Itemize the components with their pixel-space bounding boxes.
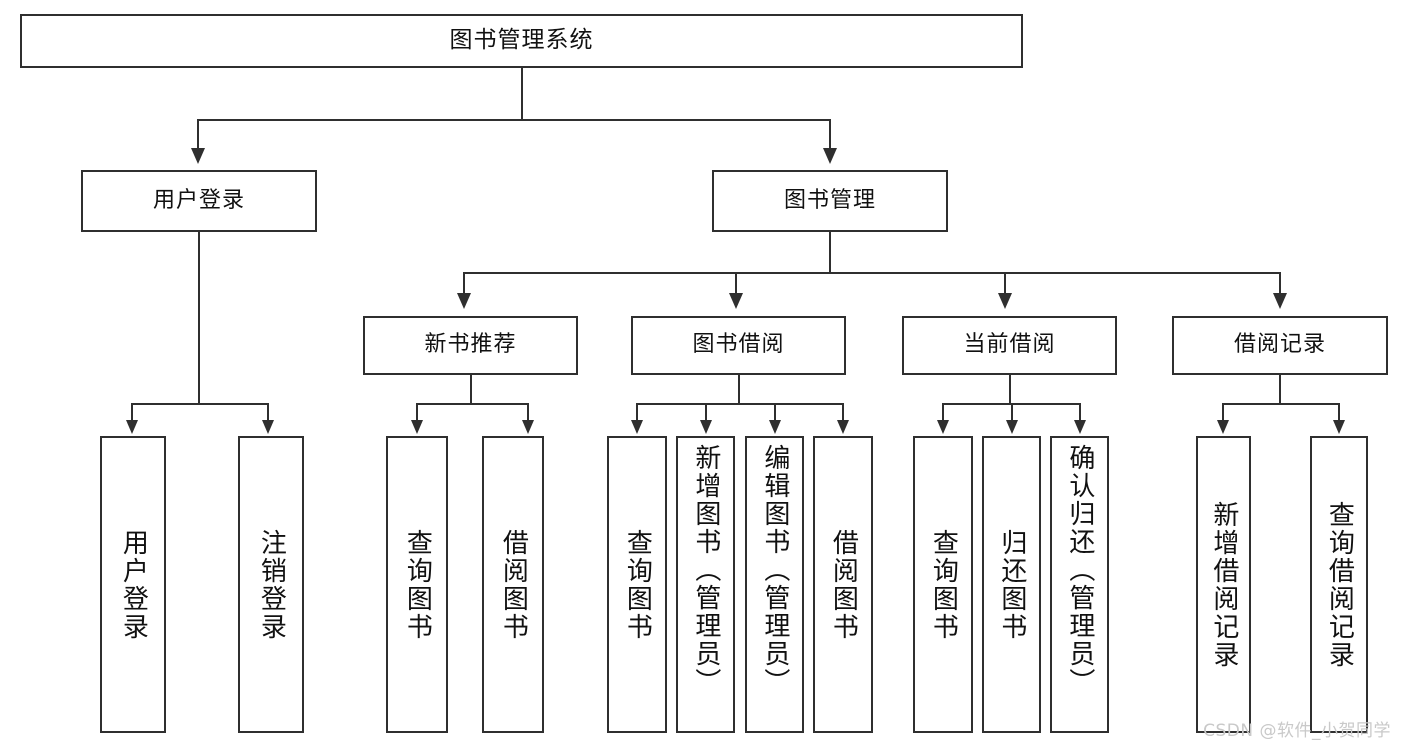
arrow-bookborrow-to-leaf4	[837, 420, 849, 434]
leaf-query-borrow-record[interactable]: 查询借阅记录	[1310, 436, 1368, 733]
arrow-bookmgmt-to-l2-1	[457, 293, 471, 309]
arrow-borrowrecord-to-leaf1	[1217, 420, 1229, 434]
connector-newbook-to-leaf2	[527, 403, 529, 421]
leaf-borrow-book-recommend[interactable]: 借阅图书	[482, 436, 544, 733]
leaf-user-login[interactable]: 用户登录	[100, 436, 166, 733]
connector-bookborrow-bus	[636, 403, 844, 405]
leaf-label: 注销登录	[256, 528, 287, 641]
connector-bookmgmt-to-l2-3	[1004, 272, 1006, 294]
leaf-add-borrow-record[interactable]: 新增借阅记录	[1196, 436, 1251, 733]
connector-bookborrow-stem	[738, 375, 740, 404]
leaf-label: 借阅图书	[498, 528, 529, 641]
node-root-system[interactable]: 图书管理系统	[20, 14, 1023, 68]
leaf-edit-book-admin[interactable]: 编辑图书（管理员）	[745, 436, 804, 733]
leaf-label: 查询图书	[622, 528, 653, 641]
arrow-bookborrow-to-leaf1	[631, 420, 643, 434]
arrow-bookborrow-to-leaf2	[700, 420, 712, 434]
node-label: 用户登录	[152, 187, 245, 213]
arrow-bookborrow-to-leaf3	[769, 420, 781, 434]
connector-login-stem	[198, 232, 200, 404]
connector-currentborrow-to-leaf3	[1079, 403, 1081, 421]
arrow-root-to-login	[191, 148, 205, 164]
connector-newbook-bus	[416, 403, 528, 405]
connector-bookborrow-to-leaf4	[842, 403, 844, 421]
connector-login-bus	[131, 403, 268, 405]
connector-bookborrow-to-leaf1	[636, 403, 638, 421]
connector-bookmgmt-stem	[829, 232, 831, 273]
connector-currentborrow-stem	[1009, 375, 1011, 404]
connector-login-to-leaf2	[267, 403, 269, 421]
arrow-currentborrow-to-leaf2	[1006, 420, 1018, 434]
connector-bookborrow-to-leaf2	[705, 403, 707, 421]
connector-root-bus	[197, 119, 831, 121]
leaf-label: 新增图书（管理员）	[690, 444, 721, 696]
leaf-add-book-admin[interactable]: 新增图书（管理员）	[676, 436, 735, 733]
leaf-logout-login[interactable]: 注销登录	[238, 436, 304, 733]
node-book-borrow[interactable]: 图书借阅	[631, 316, 846, 375]
leaf-query-book-borrow[interactable]: 查询图书	[607, 436, 667, 733]
leaf-label: 查询借阅记录	[1324, 500, 1355, 669]
connector-bookmgmt-to-l2-2	[735, 272, 737, 294]
connector-root-to-login	[197, 119, 199, 149]
connector-borrowrecord-stem	[1279, 375, 1281, 404]
connector-borrowrecord-bus	[1222, 403, 1339, 405]
leaf-label: 归还图书	[996, 528, 1027, 641]
leaf-label: 用户登录	[118, 528, 149, 641]
arrow-newbook-to-leaf2	[522, 420, 534, 434]
node-book-management[interactable]: 图书管理	[712, 170, 948, 232]
connector-newbook-to-leaf1	[416, 403, 418, 421]
leaf-label: 借阅图书	[828, 528, 859, 641]
connector-bookmgmt-to-l2-4	[1279, 272, 1281, 294]
connector-bookmgmt-to-l2-1	[463, 272, 465, 294]
node-label: 图书管理	[783, 187, 876, 213]
arrow-login-to-leaf2	[262, 420, 274, 434]
node-borrow-record[interactable]: 借阅记录	[1172, 316, 1388, 375]
leaf-label: 查询图书	[402, 528, 433, 641]
node-new-book-recommend[interactable]: 新书推荐	[363, 316, 578, 375]
leaf-query-book-recommend[interactable]: 查询图书	[386, 436, 448, 733]
arrow-borrowrecord-to-leaf2	[1333, 420, 1345, 434]
arrow-currentborrow-to-leaf3	[1074, 420, 1086, 434]
connector-currentborrow-to-leaf2	[1011, 403, 1013, 421]
connector-root-stem	[521, 68, 523, 120]
node-label: 图书借阅	[692, 332, 785, 358]
connector-newbook-stem	[470, 375, 472, 404]
arrow-bookmgmt-to-l2-3	[998, 293, 1012, 309]
leaf-return-book[interactable]: 归还图书	[982, 436, 1041, 733]
arrow-login-to-leaf1	[126, 420, 138, 434]
node-user-login[interactable]: 用户登录	[81, 170, 317, 232]
arrow-newbook-to-leaf1	[411, 420, 423, 434]
node-label: 新书推荐	[424, 332, 517, 358]
connector-bookmgmt-bus	[463, 272, 1280, 274]
arrow-root-to-bookmgmt	[823, 148, 837, 164]
connector-borrowrecord-to-leaf2	[1338, 403, 1340, 421]
node-label: 当前借阅	[963, 332, 1056, 358]
arrow-currentborrow-to-leaf1	[937, 420, 949, 434]
connector-login-to-leaf1	[131, 403, 133, 421]
leaf-label: 新增借阅记录	[1208, 500, 1239, 669]
connector-bookborrow-to-leaf3	[774, 403, 776, 421]
leaf-label: 确认归还（管理员）	[1064, 444, 1095, 696]
leaf-borrow-book[interactable]: 借阅图书	[813, 436, 873, 733]
leaf-confirm-return-admin[interactable]: 确认归还（管理员）	[1050, 436, 1109, 733]
leaf-label: 编辑图书（管理员）	[759, 444, 790, 696]
connector-currentborrow-to-leaf1	[942, 403, 944, 421]
leaf-label: 查询图书	[928, 528, 959, 641]
connector-root-to-bookmgmt	[829, 119, 831, 149]
node-label: 图书管理系统	[449, 27, 594, 54]
csdn-watermark: CSDN @软件_小贺同学	[1203, 721, 1391, 741]
arrow-bookmgmt-to-l2-4	[1273, 293, 1287, 309]
arrow-bookmgmt-to-l2-2	[729, 293, 743, 309]
leaf-query-book-current[interactable]: 查询图书	[913, 436, 973, 733]
connector-borrowrecord-to-leaf1	[1222, 403, 1224, 421]
node-label: 借阅记录	[1233, 332, 1326, 358]
node-current-borrow[interactable]: 当前借阅	[902, 316, 1117, 375]
